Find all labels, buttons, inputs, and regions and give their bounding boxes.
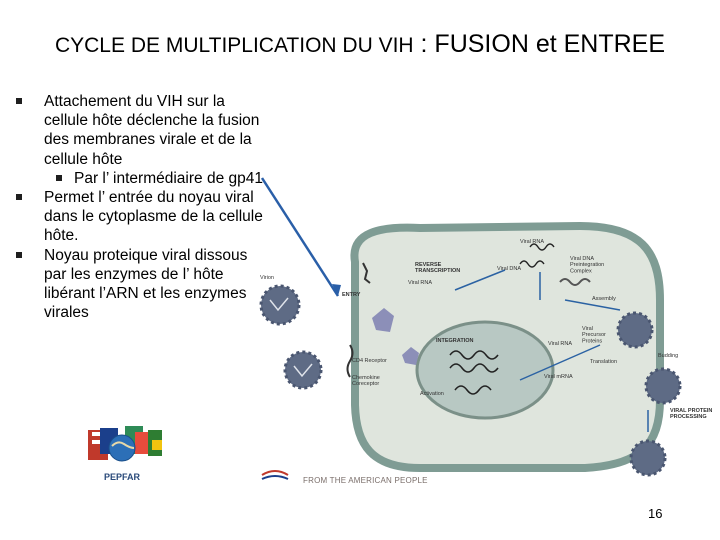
- budding-virion-icon: [644, 367, 682, 405]
- sub-bullet-text: Par l’ intermédiaire de gp41: [74, 169, 263, 187]
- title-part-1: CYCLE DE MULTIPLICATION DU VIH: [54, 34, 414, 57]
- logos-area: PEPFAR: [88, 426, 289, 482]
- title-part-2: : FUSION et ENTREE: [413, 30, 666, 58]
- cd4-receptor-icon: [362, 262, 371, 284]
- integrated-dna-icon: [449, 350, 499, 360]
- chemokine-coreceptor-icon: [346, 344, 354, 378]
- label-budding: Budding: [658, 353, 678, 359]
- label-viral-rna-1: Viral RNA: [520, 239, 544, 245]
- rna-strand-icon: [529, 243, 555, 251]
- pointer-arrowhead: [332, 284, 341, 296]
- budding-virion-icon: [616, 311, 654, 349]
- bullet-item-noyau: Noyau proteique viral dissous par les en…: [16, 246, 266, 323]
- label-entry: ENTRY: [342, 292, 361, 298]
- sub-bullet-item-gp41: Par l’ intermédiaire de gp41: [16, 169, 266, 188]
- label-viral-dna: Viral DNA: [497, 266, 521, 272]
- bullet-text: Noyau proteique viral dissous par les en…: [44, 246, 248, 322]
- pointer-line: [260, 177, 340, 297]
- bullet-square-icon: [56, 174, 62, 181]
- label-cd4: CD4 Receptor: [352, 358, 387, 364]
- label-viral-mrna: Viral mRNA: [544, 374, 573, 380]
- mature-virion-icon: [629, 439, 667, 477]
- label-translation: Translation: [590, 359, 617, 365]
- usaid-tagline: FROM THE AMERICAN PEOPLE: [303, 476, 428, 485]
- flow-arrow: [519, 344, 601, 381]
- mrna-icon: [454, 385, 492, 395]
- cell-nucleus: [415, 320, 555, 420]
- flow-arrow: [454, 269, 506, 291]
- usaid-seal-icon: [261, 470, 289, 480]
- bullet-item-entree: Permet l’ entrée du noyau viral dans le …: [16, 188, 266, 246]
- bullet-square-icon: [16, 194, 22, 201]
- integrated-dna-icon: [449, 363, 499, 373]
- label-integration: INTEGRATION: [436, 338, 474, 344]
- label-activation: Activation: [420, 391, 444, 397]
- pepfar-logo-text: PEPFAR: [104, 472, 141, 482]
- bullet-text: Attachement du VIH sur la cellule hôte d…: [44, 93, 260, 168]
- label-viral-rna-2: Viral RNA: [408, 280, 432, 286]
- viral-capsid-icon: [402, 347, 419, 365]
- bullet-square-icon: [16, 251, 22, 258]
- pepfar-flags-logo: [88, 426, 162, 462]
- viral-capsid-icon: [372, 308, 394, 332]
- slide-title: CYCLE DE MULTIPLICATION DU VIH : FUSION …: [0, 30, 720, 59]
- bullet-list: Attachement du VIH sur la cellule hôte d…: [16, 92, 266, 322]
- bullet-square-icon: [16, 98, 22, 104]
- label-assembly: Assembly: [592, 296, 616, 302]
- virion-icon: [283, 350, 323, 390]
- flow-arrow: [564, 299, 621, 311]
- precursor-protein-icon: [559, 278, 591, 286]
- dna-strand-icon: [519, 260, 545, 268]
- bullet-item-attachement: Attachement du VIH sur la cellule hôte d…: [16, 92, 266, 169]
- virion-icon: [259, 284, 301, 326]
- bullet-text: Permet l’ entrée du noyau viral dans le …: [44, 189, 263, 245]
- page-number: 16: [648, 506, 663, 521]
- label-viral-rna-3: Viral RNA: [548, 341, 572, 347]
- label-virion: Virion: [260, 275, 274, 281]
